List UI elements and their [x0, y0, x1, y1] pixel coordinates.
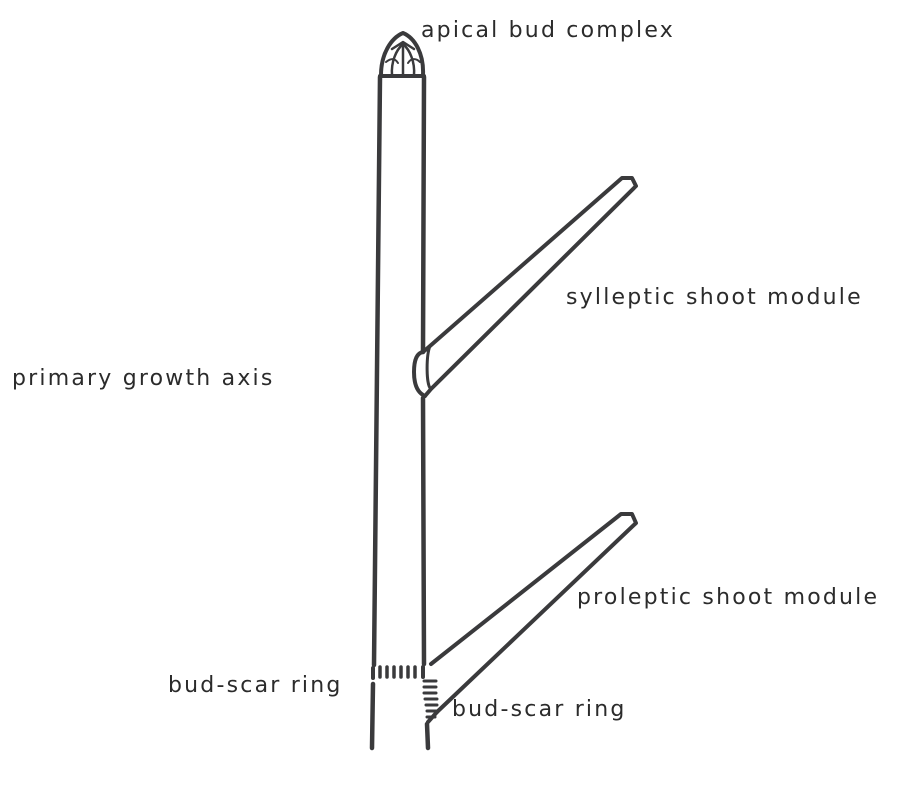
bud-scar-ring-main: [372, 667, 428, 748]
sylleptic-shoot-label: sylleptic shoot module: [566, 287, 863, 309]
bud-scar-ring-main-label: bud-scar ring: [168, 675, 343, 697]
bud-scar-ring-branch-label: bud-scar ring: [452, 699, 627, 721]
apical-bud: [380, 33, 424, 76]
proleptic-shoot: [428, 514, 636, 722]
primary-axis-stem: [374, 77, 424, 665]
apical-bud-label: apical bud complex: [421, 20, 675, 42]
primary-axis-label: primary growth axis: [12, 368, 275, 390]
proleptic-shoot-label: proleptic shoot module: [577, 587, 879, 609]
bud-scar-ring-branch: [424, 681, 437, 717]
